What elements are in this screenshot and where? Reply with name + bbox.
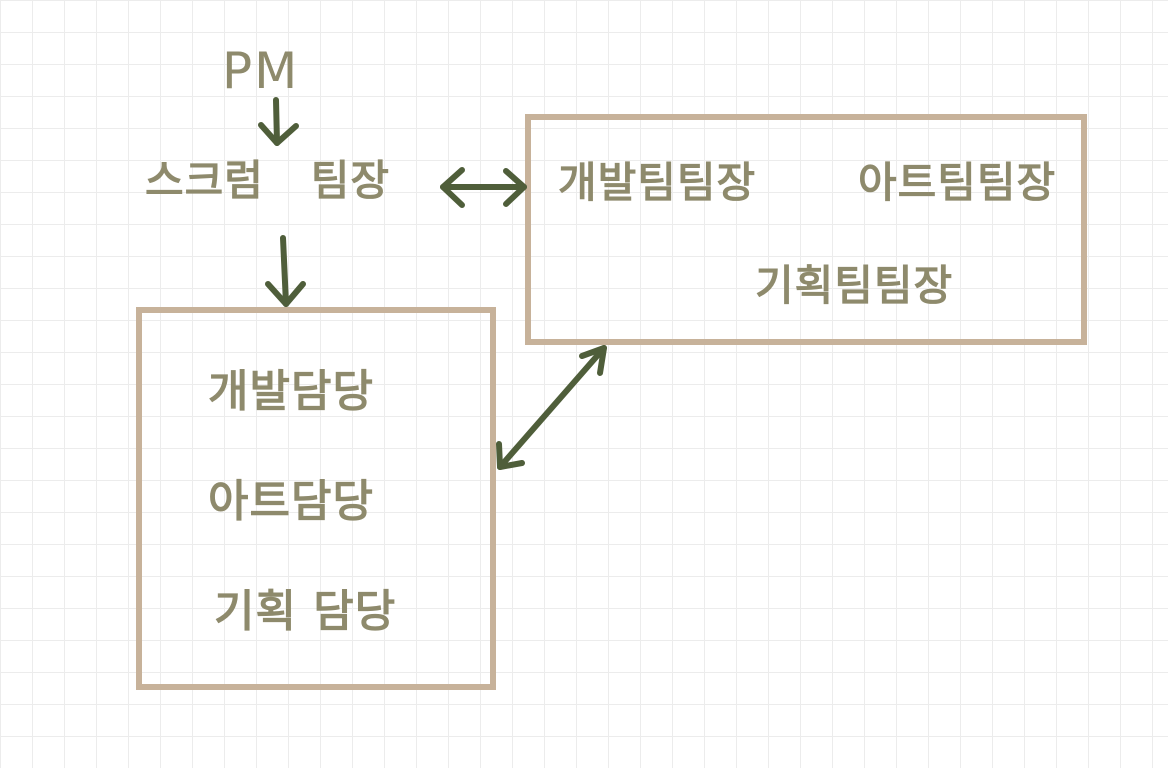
pm-label: PM — [222, 42, 300, 100]
art-staff-label: 아트담당 — [208, 476, 374, 527]
team-leads-box — [525, 114, 1087, 345]
arrow-down-icon — [265, 235, 306, 307]
double-arrow-diagonal-icon — [496, 345, 607, 470]
dev-team-lead-label: 개발팀팀장 — [558, 158, 757, 207]
arrow-down-icon — [258, 97, 299, 146]
dev-staff-label: 개발담당 — [208, 366, 374, 417]
planning-team-lead-label: 기획팀팀장 — [755, 261, 954, 310]
art-team-lead-label: 아트팀팀장 — [858, 158, 1057, 207]
planning-staff-label: 기획 담당 — [214, 586, 397, 637]
scrum-team-lead-label: 스크럼 팀장 — [145, 156, 391, 205]
staff-box — [136, 307, 496, 690]
double-arrow-horizontal-icon — [440, 167, 527, 208]
